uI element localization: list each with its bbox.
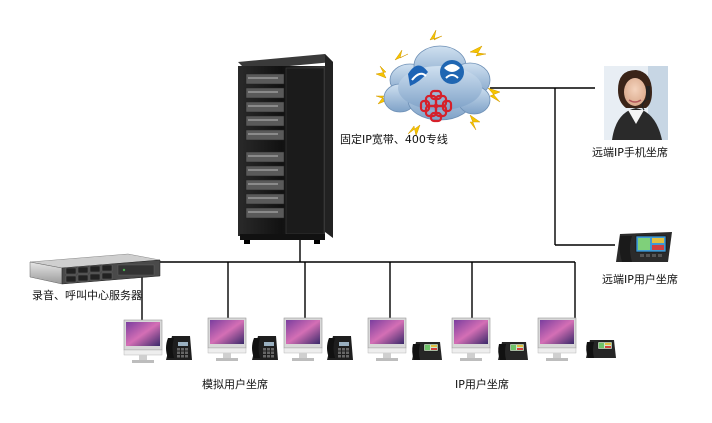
remote-mobile-agent-photo [604, 66, 668, 140]
label-broadband: 固定IP宽带、400专线 [340, 132, 448, 146]
connection-lines [141, 87, 615, 325]
workstation-monitor-2 [207, 317, 247, 361]
label-remote-ip-user: 远端IP用户坐席 [602, 272, 678, 286]
unicom-logo-icon [419, 89, 453, 123]
carrier-cloud [375, 29, 501, 137]
workstation-monitor-4 [367, 317, 407, 361]
ip-phone-icon [586, 340, 616, 358]
mobile-logo-icon [440, 60, 464, 84]
label-analog-users: 模拟用户坐席 [202, 377, 268, 391]
ip-phone-icon [498, 342, 528, 360]
remote-ip-phone-icon [616, 232, 672, 262]
ip-phone-icon [412, 342, 442, 360]
workstation-monitor-3 [283, 317, 323, 361]
analog-phone-icon [166, 336, 192, 360]
workstation-monitor-5 [451, 317, 491, 361]
server-rack [238, 54, 333, 244]
call-center-server [29, 253, 161, 285]
workstation-monitor-6 [537, 317, 577, 361]
label-remote-mobile: 远端IP手机坐席 [592, 145, 668, 159]
telecom-logo-icon [408, 65, 428, 86]
analog-phone-icon [252, 336, 278, 360]
label-server: 录音、呼叫中心服务器 [32, 288, 142, 302]
workstation-monitor-1 [123, 319, 163, 363]
workstations [123, 317, 616, 363]
analog-phone-icon [327, 336, 353, 360]
label-ip-users: IP用户坐席 [455, 377, 509, 391]
